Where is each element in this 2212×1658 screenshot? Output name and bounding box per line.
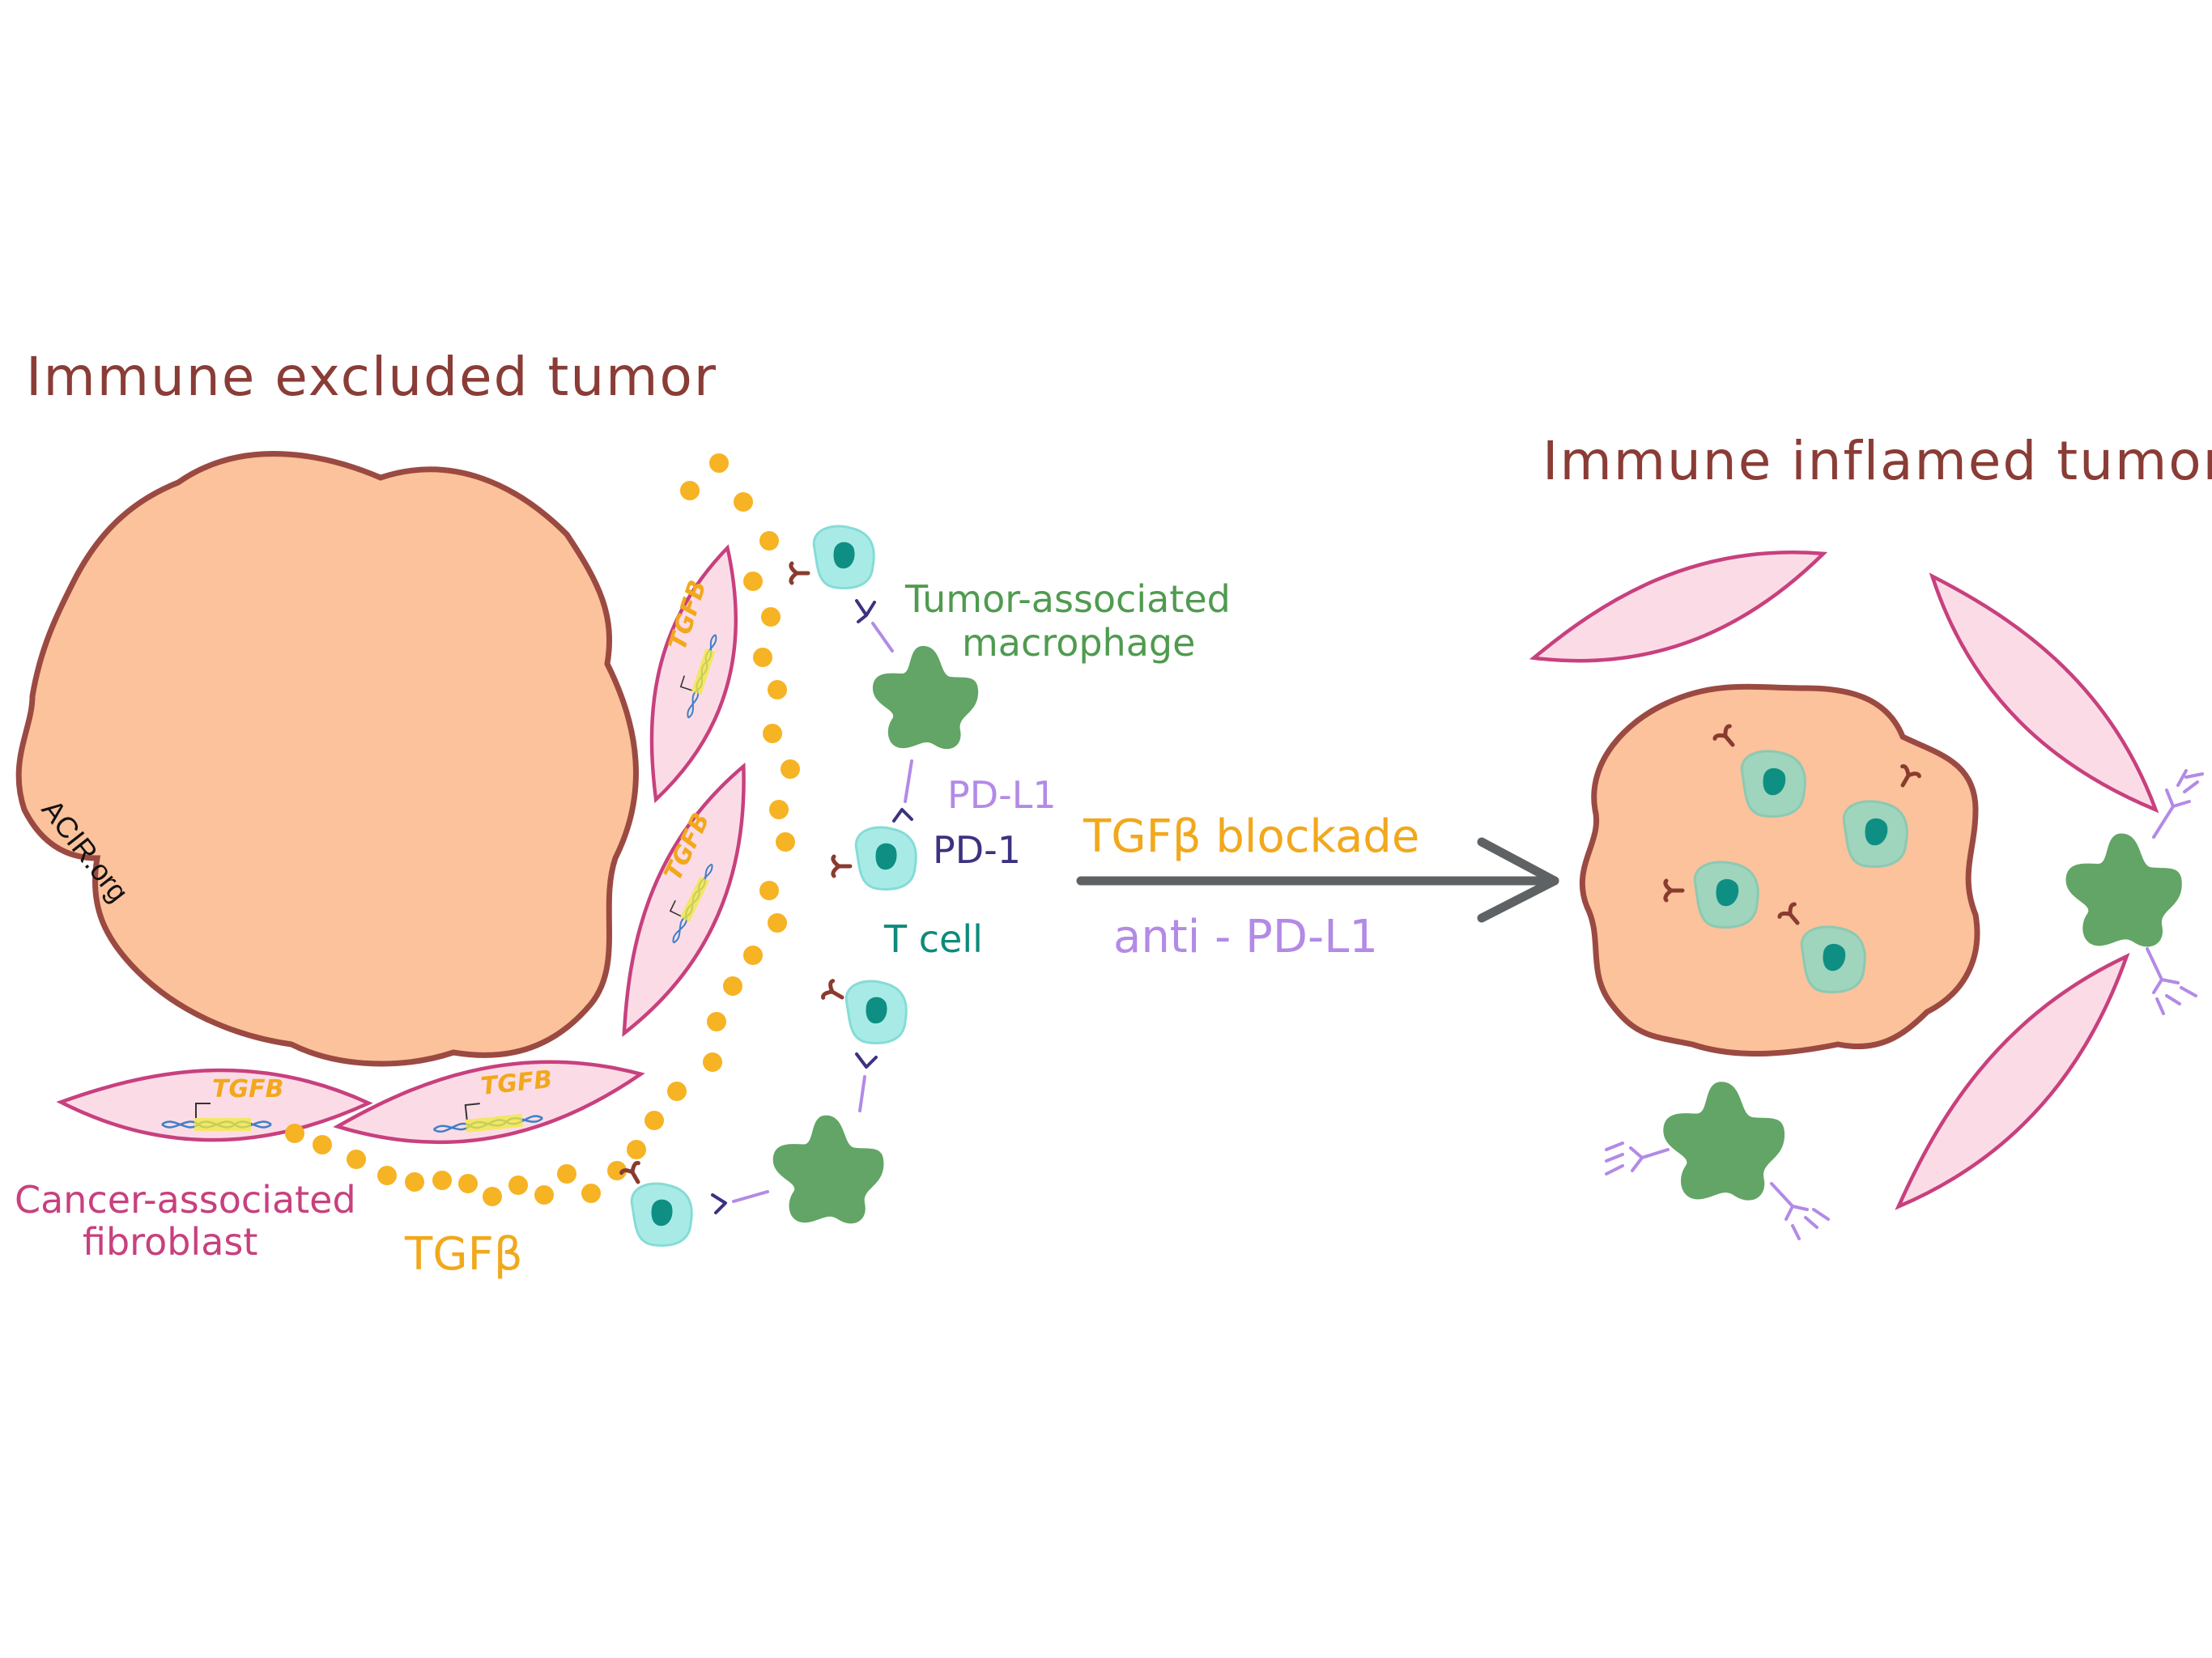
- tgfb-label: TGFβ: [404, 1228, 523, 1281]
- tgfb-dot: [581, 1184, 601, 1203]
- tgfb-dot: [768, 913, 787, 933]
- t-cell: [812, 525, 875, 589]
- tgfb-dot: [776, 832, 795, 852]
- tgfb-dot: [680, 481, 700, 500]
- tgfb-dot: [347, 1150, 366, 1169]
- tgfb-dot: [405, 1172, 424, 1192]
- tumor-inflamed: [1579, 683, 1980, 1057]
- caf-label-line2: fibroblast: [83, 1220, 257, 1264]
- tgfb-dot: [734, 492, 753, 512]
- macrophage: [1663, 1082, 1785, 1201]
- pd1-pdl1-link: [711, 599, 913, 1214]
- tcr-receptor: [791, 563, 808, 583]
- caf-label-line1: Cancer-associated: [15, 1178, 356, 1222]
- antibody-blocked-pdl1: [1605, 769, 2204, 1240]
- gene-label: TGFB: [212, 1075, 283, 1103]
- t-cell: [844, 980, 908, 1044]
- tgfb-dot: [534, 1185, 554, 1205]
- tgfb-dot: [508, 1175, 528, 1195]
- t-cell: [854, 826, 917, 891]
- tgfb-dot: [644, 1111, 664, 1130]
- tgfb-dot: [707, 1012, 726, 1031]
- tgfb-dot: [743, 946, 763, 965]
- tgfb-dot: [432, 1171, 452, 1190]
- pdl1-label: PD-L1: [947, 773, 1057, 817]
- tgfb-dot: [768, 680, 787, 699]
- t-cell-infiltrating: [1842, 800, 1908, 868]
- fibroblast: [1522, 527, 1836, 689]
- tgfb-dot: [753, 648, 772, 667]
- pd1-label: PD-1: [933, 828, 1021, 872]
- tgfb-dot: [769, 800, 789, 819]
- tgfb-dot: [627, 1140, 646, 1159]
- t-cell: [630, 1182, 693, 1247]
- tam-label-line1: Tumor-associated: [904, 577, 1231, 621]
- macrophage: [772, 1115, 884, 1224]
- tgfb-dot: [313, 1135, 332, 1154]
- tcr-receptor: [823, 980, 847, 1005]
- macrophage: [2065, 833, 2182, 947]
- tgfb-dot: [667, 1082, 687, 1101]
- tgfb-dot: [781, 759, 800, 779]
- tcr-receptor: [833, 857, 850, 876]
- tgfb-dot: [703, 1052, 722, 1072]
- tgfb-dot: [607, 1161, 627, 1180]
- tgfb-dots: [285, 453, 800, 1206]
- left-title: Immune excluded tumor: [26, 346, 717, 408]
- tgfb-dot: [377, 1166, 397, 1185]
- tgfb-dot: [759, 531, 779, 551]
- tgfb-dot: [483, 1187, 502, 1206]
- anti-pdl1-label: anti - PD-L1: [1113, 911, 1378, 963]
- tgfb-dot: [458, 1174, 478, 1193]
- treatment-arrow: [1076, 837, 1559, 923]
- t-cell-infiltrating: [1800, 925, 1866, 993]
- blockade-label: TGFβ blockade: [1083, 810, 1419, 863]
- tcell-label: T cell: [883, 917, 983, 961]
- tgfb-dot: [557, 1164, 576, 1184]
- t-cell-infiltrating: [1693, 861, 1759, 929]
- tgfb-dot: [723, 976, 742, 996]
- tgfb-dot: [759, 881, 779, 900]
- tumor-large: [15, 451, 639, 1067]
- tam-label-line2: macrophage: [962, 621, 1195, 665]
- tgfb-dot: [761, 607, 781, 627]
- t-cell-infiltrating: [1740, 750, 1806, 818]
- tgfb-dot: [285, 1124, 304, 1143]
- tgfb-dot: [763, 724, 782, 743]
- right-title: Immune inflamed tumor: [1542, 430, 2212, 492]
- tgfb-dot: [743, 572, 763, 591]
- tgfb-dot: [709, 453, 729, 473]
